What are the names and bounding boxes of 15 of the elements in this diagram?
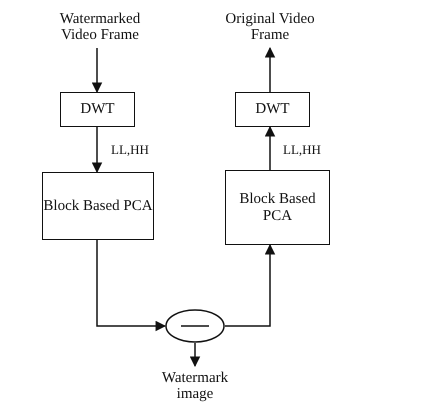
arrow [264,46,276,92]
arrow [190,343,200,368]
arrow [92,48,102,94]
io-label: Watermark image [150,366,240,406]
io-label: Watermarked Video Frame [55,8,145,46]
arrow [264,126,276,170]
process-box: DWT [60,92,135,127]
process-box: Block Based PCA [42,172,154,240]
process-box: DWT [235,92,310,127]
process-box: Block Based PCA [225,170,330,245]
subtract-circle [165,309,225,343]
arrow [92,127,102,174]
io-label: Original Video Frame [225,8,315,46]
arrow [96,240,166,332]
arrow [225,244,276,327]
